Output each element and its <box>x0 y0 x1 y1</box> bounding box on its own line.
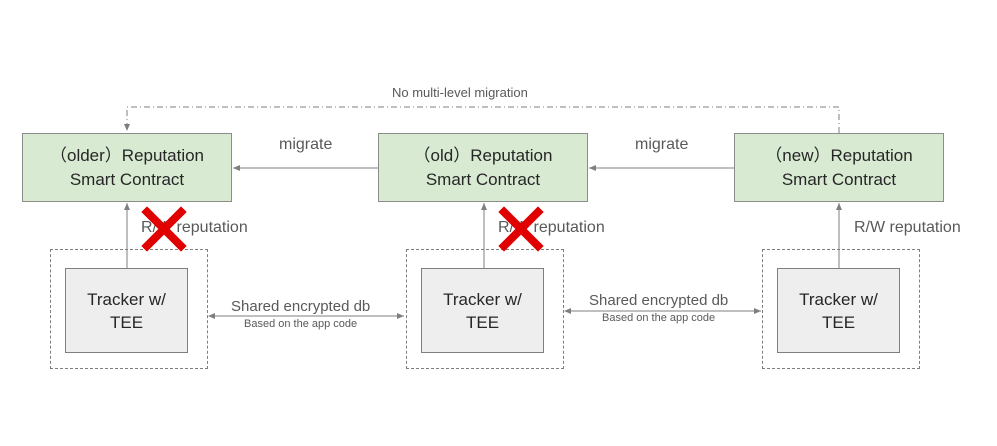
tracker-2-line2: TEE <box>465 312 500 332</box>
migrate-label-1: migrate <box>279 136 333 153</box>
tracker-box-1: Tracker w/ TEE <box>65 268 188 353</box>
older-contract-box: （older）Reputation Smart Contract <box>22 133 232 202</box>
tracker-box-3: Tracker w/ TEE <box>777 268 900 353</box>
older-contract-line2: Smart Contract <box>69 169 185 189</box>
tracker-2-line1: Tracker w/ <box>443 289 522 309</box>
old-contract-box: （old）Reputation Smart Contract <box>378 133 588 202</box>
db-sublabel-1: Based on the app code <box>244 318 358 330</box>
older-contract-line1: （older）Reputation <box>49 145 205 165</box>
rw-label-3: R/W reputation <box>854 219 961 236</box>
new-contract-line1: （new）Reputation <box>765 145 913 165</box>
cross-icon <box>498 206 544 252</box>
tracker-3-line1: Tracker w/ <box>799 289 878 309</box>
migrate-label-2: migrate <box>635 136 689 153</box>
new-contract-line2: Smart Contract <box>781 169 897 189</box>
tracker-box-2: Tracker w/ TEE <box>421 268 544 353</box>
new-contract-box: （new）Reputation Smart Contract <box>734 133 944 202</box>
db-label-1: Shared encrypted db <box>231 298 371 315</box>
no-multilevel-label: No multi-level migration <box>392 85 528 100</box>
tracker-1-line1: Tracker w/ <box>87 289 166 309</box>
tee-container-3 <box>762 249 920 369</box>
db-label-2: Shared encrypted db <box>589 292 729 309</box>
tracker-1-line2: TEE <box>109 312 144 332</box>
cross-icon <box>141 206 187 252</box>
tracker-3-line2: TEE <box>821 312 856 332</box>
no-multilevel-arrow <box>124 106 840 133</box>
old-contract-line2: Smart Contract <box>425 169 541 189</box>
tee-container-1 <box>50 249 208 369</box>
old-contract-line1: （old）Reputation <box>413 145 553 165</box>
db-sublabel-2: Based on the app code <box>602 312 716 324</box>
tee-container-2 <box>406 249 564 369</box>
